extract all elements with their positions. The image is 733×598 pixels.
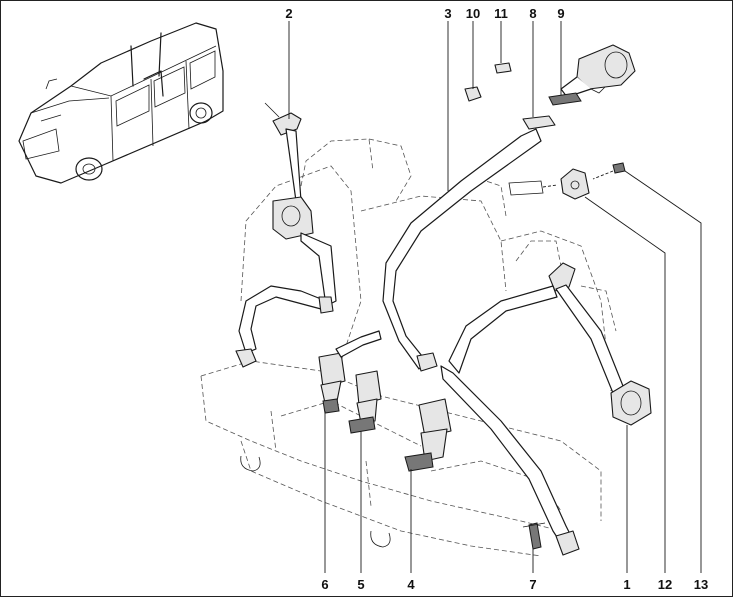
right-retractor xyxy=(610,380,652,426)
buckle-5 xyxy=(348,370,382,434)
left-retractor xyxy=(272,196,314,240)
clip-10 xyxy=(464,86,482,102)
center-retractor xyxy=(560,44,636,98)
callout-9: 9 xyxy=(557,6,564,21)
callout-2: 2 xyxy=(285,6,292,21)
center-belt-assembly xyxy=(382,44,636,372)
callout-8: 8 xyxy=(529,6,536,21)
left-outer-belt-assembly xyxy=(235,102,337,368)
belt-guide-8 xyxy=(522,115,556,130)
callout-11: 11 xyxy=(494,6,508,21)
callout-10: 10 xyxy=(466,6,480,21)
left-lap-anchor xyxy=(235,348,257,368)
callout-4: 4 xyxy=(407,577,415,592)
callout-labels: 2 3 10 11 8 9 6 5 4 7 1 12 13 xyxy=(285,6,708,592)
right-lower-anchor xyxy=(555,530,580,556)
cover-12 xyxy=(560,168,590,200)
buckle-4 xyxy=(404,398,452,472)
callout-6: 6 xyxy=(321,577,328,592)
callout-12: 12 xyxy=(658,577,672,592)
left-belt-strap xyxy=(285,128,302,202)
callout-1: 1 xyxy=(623,577,630,592)
center-belt-strap xyxy=(382,128,542,370)
vehicle-thumbnail xyxy=(18,22,224,184)
buckle-6 xyxy=(318,352,346,414)
callout-5: 5 xyxy=(357,577,364,592)
leader-lines xyxy=(288,21,702,573)
callout-13: 13 xyxy=(694,577,708,592)
center-lap-strap xyxy=(335,330,382,358)
upper-anchor-left xyxy=(272,112,302,136)
callout-3: 3 xyxy=(444,6,451,21)
screw-13 xyxy=(612,162,626,174)
callout-7: 7 xyxy=(529,577,536,592)
anchor-bolt-7 xyxy=(522,522,546,550)
clip-11 xyxy=(494,62,512,74)
trim-plate-9 xyxy=(548,92,582,106)
right-outer-belt-assembly xyxy=(440,262,652,556)
